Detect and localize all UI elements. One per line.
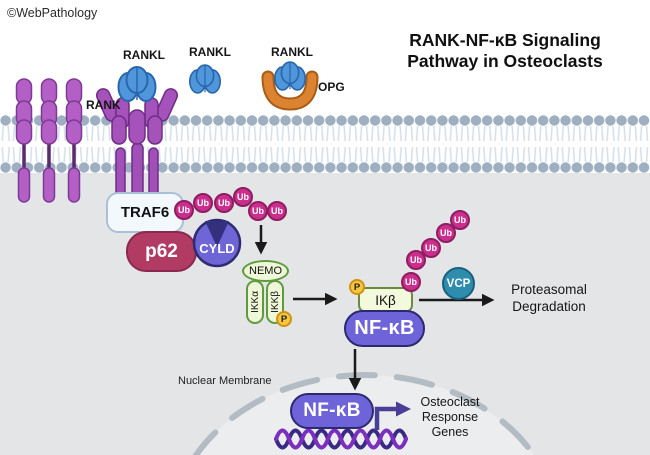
diagram-title: RANK-NF-κB Signaling Pathway in Osteocla… xyxy=(388,30,622,72)
opg-label: OPG xyxy=(318,80,345,94)
nemo-protein: NEMO xyxy=(242,260,289,282)
ikk-beta-label: IKKβ xyxy=(269,291,281,313)
phosphate-badge: P xyxy=(349,279,365,295)
plasma-membrane xyxy=(0,113,650,175)
ubiquitin: Ub xyxy=(214,193,234,213)
rank-label: RANK xyxy=(86,98,121,112)
cyld-shape xyxy=(192,218,242,268)
title-line2: Pathway in Osteoclasts xyxy=(407,51,603,71)
rank-rankl-complex xyxy=(95,66,179,203)
ubiquitin: Ub xyxy=(193,193,213,213)
cyld-protein: CYLD xyxy=(199,241,235,256)
nfkb-cytoplasmic: NF-κB xyxy=(344,310,425,347)
proteasomal-degradation-label: Proteasomal Degradation xyxy=(496,282,602,315)
watermark: ©WebPathology xyxy=(7,6,98,20)
genes-line1: Osteoclast xyxy=(420,395,480,409)
transcription-arrow xyxy=(374,401,411,430)
vcp-protein: VCP xyxy=(442,267,475,300)
rankl-free-label: RANKL xyxy=(189,45,231,59)
ubiquitin: Ub xyxy=(267,201,287,221)
rankl-bound-label: RANKL xyxy=(123,48,165,62)
rank-subunits xyxy=(95,88,179,145)
genes-line3: Genes xyxy=(431,425,469,439)
ubiquitin: Ub xyxy=(233,187,253,207)
traf6-protein: TRAF6 xyxy=(106,192,184,233)
nfkb-nuclear: NF-κB xyxy=(290,393,374,429)
genes-line2: Response xyxy=(421,410,479,424)
ubiquitin: Ub xyxy=(406,250,426,270)
rank-receptor-unbound xyxy=(15,78,83,203)
ubiquitin: Ub xyxy=(421,238,441,258)
rankl-opg-label: RANKL xyxy=(271,45,313,59)
p62-protein: p62 xyxy=(126,231,197,272)
opg-crescent xyxy=(263,72,317,109)
ubiquitin: Ub xyxy=(436,223,456,243)
proteasomal-line2: Degradation xyxy=(512,298,586,314)
dna-helix xyxy=(274,428,408,450)
ubiquitin: Ub xyxy=(401,272,421,292)
ikk-alpha-label: IKKα xyxy=(249,291,261,313)
title-line1: RANK-NF-κB Signaling xyxy=(409,30,601,50)
proteasomal-line1: Proteasomal xyxy=(511,282,587,297)
phosphate-badge: P xyxy=(276,311,292,327)
rankl-opg-complex xyxy=(261,61,319,111)
nuclear-membrane-label: Nuclear Membrane xyxy=(178,375,272,387)
ubiquitin: Ub xyxy=(248,201,268,221)
ubiquitin: Ub xyxy=(174,200,194,220)
ubiquitin: Ub xyxy=(450,210,470,230)
ikk-alpha-protein: IKKα xyxy=(246,280,264,324)
rank-stalks xyxy=(115,142,159,203)
osteoclast-response-genes-label: Osteoclast Response Genes xyxy=(402,395,498,440)
